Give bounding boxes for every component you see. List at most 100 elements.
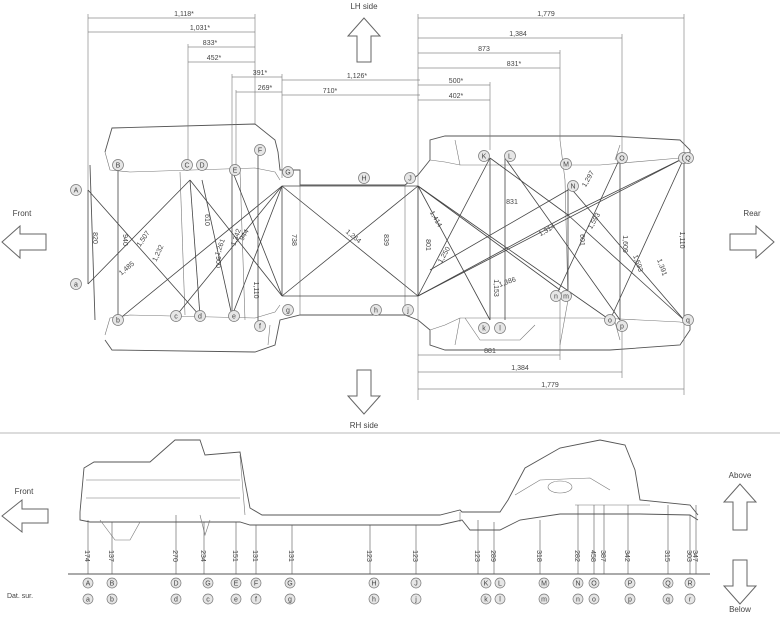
frame-outline-side: [79, 439, 699, 541]
lh-side-label: LH side: [350, 2, 378, 11]
dim-label: 1,384: [511, 365, 529, 372]
point-marker-label: o: [608, 318, 612, 325]
point-marker-label: J: [408, 176, 412, 183]
point-marker: A: [82, 577, 94, 589]
point-marker-label: B: [110, 581, 115, 588]
point-marker-label: n: [576, 597, 580, 604]
point-marker: H: [358, 172, 370, 184]
point-marker-label: l: [499, 597, 501, 604]
dim-label: 833*: [203, 40, 218, 47]
point-marker: k: [480, 593, 492, 605]
height-label: 318: [535, 550, 542, 562]
point-marker-label: b: [116, 318, 120, 325]
dim-label: 1,779: [541, 382, 559, 389]
height-label: 387: [599, 550, 606, 562]
dim-label: 1,031*: [190, 25, 211, 32]
dim-label: 269*: [258, 85, 273, 92]
point-marker: a: [82, 593, 94, 605]
diag-label: 1,232: [152, 244, 166, 263]
dim-label: 391*: [253, 70, 268, 77]
height-label: 234: [199, 550, 206, 562]
diag-label: 944: [239, 228, 251, 242]
point-marker: N: [572, 577, 584, 589]
upper-point-markers: AaBbCcDdEeFfGgHhJjKkLlMmNnOoPpQq: [70, 144, 694, 334]
point-marker: Q: [662, 577, 674, 589]
front-lower-arrow-icon: [1, 498, 49, 534]
point-marker: p: [624, 593, 636, 605]
point-marker: g: [284, 593, 296, 605]
point-marker-label: f: [255, 597, 257, 604]
height-label: 303: [685, 550, 692, 562]
point-marker: J: [404, 172, 416, 184]
dim-label: 402*: [449, 93, 464, 100]
point-marker-label: b: [110, 597, 114, 604]
point-marker: L: [494, 577, 506, 589]
point-marker-label: H: [361, 176, 366, 183]
dim-label: 881: [484, 348, 496, 355]
point-marker: h: [370, 304, 382, 316]
point-marker: c: [170, 310, 182, 322]
height-label: 315: [663, 550, 670, 562]
point-marker-label: j: [414, 597, 417, 604]
point-marker-label: g: [286, 308, 290, 315]
point-marker-label: h: [372, 597, 376, 604]
point-marker-label: B: [116, 163, 121, 170]
diag-label: 1,609: [621, 235, 628, 253]
point-marker-label: h: [374, 308, 378, 315]
point-marker: n: [550, 290, 562, 302]
dim-label: 500*: [449, 78, 464, 85]
top-dimension-texts: 1,118* 1,031* 833* 452* 391* 269* 710* 1…: [174, 11, 555, 100]
point-marker: O: [616, 152, 628, 164]
point-marker: D: [196, 159, 208, 171]
dimension-lines: [87, 14, 685, 400]
point-marker-label: Q: [685, 156, 691, 163]
point-marker: b: [112, 314, 124, 326]
point-marker: m: [560, 290, 572, 302]
height-label: 151: [231, 550, 238, 562]
dim-label: 710*: [323, 88, 338, 95]
point-marker: D: [170, 577, 182, 589]
point-marker-label: F: [254, 581, 258, 588]
lh-side-arrow-icon: [346, 17, 382, 63]
front-label: Front: [13, 209, 32, 218]
point-marker-label: D: [173, 581, 178, 588]
height-label: 123: [473, 550, 480, 562]
point-marker: P: [624, 577, 636, 589]
point-marker-label: p: [620, 324, 624, 331]
height-label: 458: [589, 550, 596, 562]
rh-side-arrow-icon: [346, 369, 382, 415]
point-marker-label: a: [74, 282, 78, 289]
point-marker-label: O: [591, 581, 597, 588]
diagonal-measurements: [87, 150, 685, 322]
point-marker-label: k: [484, 597, 488, 604]
point-marker-label: o: [592, 597, 596, 604]
height-label: 123: [411, 550, 418, 562]
height-label: 131: [287, 550, 294, 562]
point-marker-label: G: [287, 581, 292, 588]
point-marker-label: A: [74, 188, 79, 195]
diag-label: 801: [424, 239, 431, 251]
datum-label: Dat. sur.: [7, 593, 33, 600]
dim-label: 831*: [507, 61, 522, 68]
point-marker: q: [662, 593, 674, 605]
point-marker-label: L: [498, 581, 502, 588]
point-marker: F: [250, 577, 262, 589]
point-marker-label: A: [86, 581, 91, 588]
point-marker: M: [538, 577, 550, 589]
front-lower-label: Front: [15, 487, 34, 496]
diag-label: 610: [203, 214, 210, 226]
point-marker: d: [170, 593, 182, 605]
point-marker-label: q: [666, 597, 670, 604]
point-marker-label: L: [508, 154, 512, 161]
point-marker: f: [254, 320, 266, 332]
point-marker: m: [538, 593, 550, 605]
diag-label: 1,261: [214, 238, 227, 257]
point-marker: H: [368, 577, 380, 589]
point-marker: G: [282, 166, 294, 178]
height-label: 131: [251, 550, 258, 562]
height-label: 123: [365, 550, 372, 562]
